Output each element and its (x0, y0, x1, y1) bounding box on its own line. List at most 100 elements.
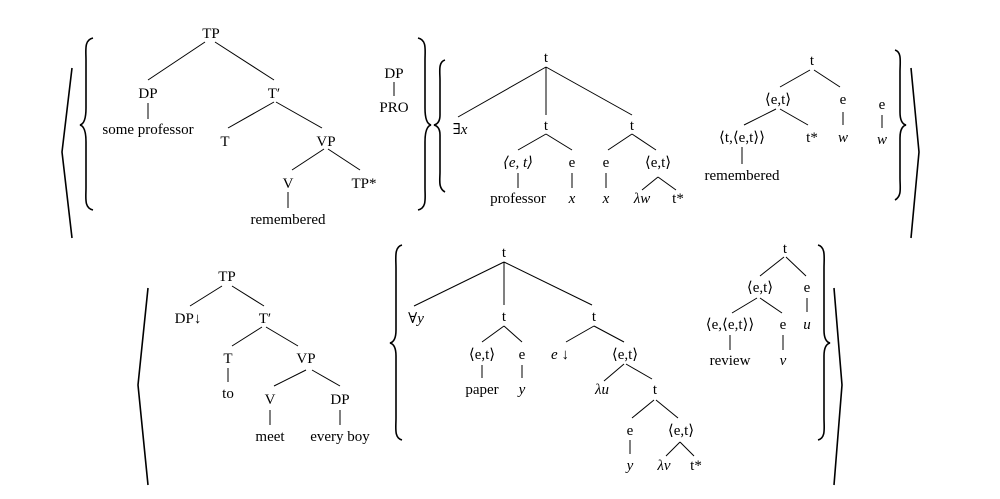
node-var-y: y (625, 458, 634, 474)
top-middle-left-brace (433, 59, 446, 193)
node-lambda-w: λw (633, 191, 651, 207)
edge (731, 297, 758, 314)
node-professor: professor (490, 191, 546, 207)
node-vp: VP (296, 351, 315, 367)
node-type-et: ⟨e,t⟩ (612, 347, 638, 363)
node-type-et: ⟨e, t⟩ (503, 155, 533, 171)
node-pro: PRO (379, 100, 408, 116)
node-e: e (780, 317, 787, 333)
edge (214, 41, 275, 81)
edge (759, 256, 785, 277)
edge (503, 325, 523, 343)
node-t: t (502, 309, 507, 325)
brackets (61, 37, 920, 486)
node-t: T (223, 351, 232, 367)
edge (655, 399, 679, 419)
edge (265, 326, 299, 347)
edge (625, 363, 653, 380)
node-type-et: ⟨e,t⟩ (645, 155, 671, 171)
node-tp: TP (218, 269, 236, 285)
top-outer-right-angle (910, 67, 920, 239)
edge (327, 148, 361, 171)
bottom-outer-left-angle (137, 287, 149, 486)
edge (517, 133, 547, 151)
node-e: e (627, 423, 634, 439)
node-dp: DP (330, 392, 349, 408)
edge (503, 261, 593, 306)
node-t-star: t* (806, 130, 818, 146)
edge (657, 176, 677, 191)
edge (231, 326, 263, 347)
node-e: e (804, 280, 811, 296)
edge (665, 441, 681, 457)
edge (607, 133, 633, 151)
edge (759, 297, 783, 314)
node-t-star: t* (690, 458, 702, 474)
edge (631, 399, 655, 419)
node-exists-x: ∃x (453, 122, 468, 138)
node-t: t (544, 118, 549, 134)
node-var-x: x (602, 191, 610, 207)
node-tp: TP (202, 26, 220, 42)
node-t-root: t (502, 245, 507, 261)
node-e: e (603, 155, 610, 171)
node-vp: VP (316, 134, 335, 150)
edge (779, 69, 811, 88)
edge (273, 369, 307, 387)
node-dp-pro: DP (384, 66, 403, 82)
node-var-x: x (568, 191, 576, 207)
node-t-root: t (544, 50, 549, 66)
edge (813, 69, 841, 88)
node-forall-y: ∀y (408, 311, 424, 327)
top-outer-left-angle (61, 67, 73, 239)
node-e: e (840, 92, 847, 108)
node-type-et: ⟨e,t⟩ (668, 423, 694, 439)
node-t-bar: T′ (268, 86, 280, 102)
node-remembered: remembered (705, 168, 780, 184)
node-v: V (265, 392, 276, 408)
node-var-w: w (877, 132, 887, 148)
edge (481, 325, 505, 343)
node-var-w: w (838, 130, 848, 146)
bottom-left-brace (389, 244, 403, 441)
node-e: e (879, 97, 886, 113)
edge (227, 101, 275, 129)
top-left-brace (79, 37, 94, 211)
tree-edges (147, 41, 883, 457)
node-e-down: e ↓ (551, 347, 569, 363)
edge (545, 133, 573, 151)
edge (641, 176, 659, 191)
node-var-y: y (517, 382, 526, 398)
node-t-root: t (810, 53, 815, 69)
node-some-professor: some professor (102, 122, 193, 138)
node-dp: DP (138, 86, 157, 102)
node-t: t (630, 118, 635, 134)
tree-node-labels: TP DP some professor T′ T VP V TP* remem… (102, 26, 887, 474)
node-review: review (710, 353, 751, 369)
edge (603, 363, 625, 382)
edge (593, 325, 625, 343)
top-middle-right-brace (417, 37, 432, 211)
node-to: to (222, 386, 234, 402)
node-dp-down: DP↓ (175, 311, 202, 327)
bottom-right-brace (817, 244, 831, 441)
edge (311, 369, 341, 387)
node-var-u: u (803, 317, 811, 333)
node-type-et: ⟨e,t⟩ (747, 280, 773, 296)
node-t-star: t* (672, 191, 684, 207)
node-tp-star: TP* (351, 176, 376, 192)
edge (231, 285, 265, 307)
node-type-et: ⟨e,t⟩ (469, 347, 495, 363)
node-v: V (283, 176, 294, 192)
edge (679, 441, 695, 457)
edge (189, 285, 223, 307)
node-t-bar: T′ (259, 311, 271, 327)
node-lambda-v: λv (656, 458, 670, 474)
edge (275, 101, 323, 129)
node-t-root: t (783, 241, 788, 257)
edge (545, 66, 633, 116)
node-e: e (519, 347, 526, 363)
node-t: t (653, 382, 658, 398)
node-t: T (220, 134, 229, 150)
